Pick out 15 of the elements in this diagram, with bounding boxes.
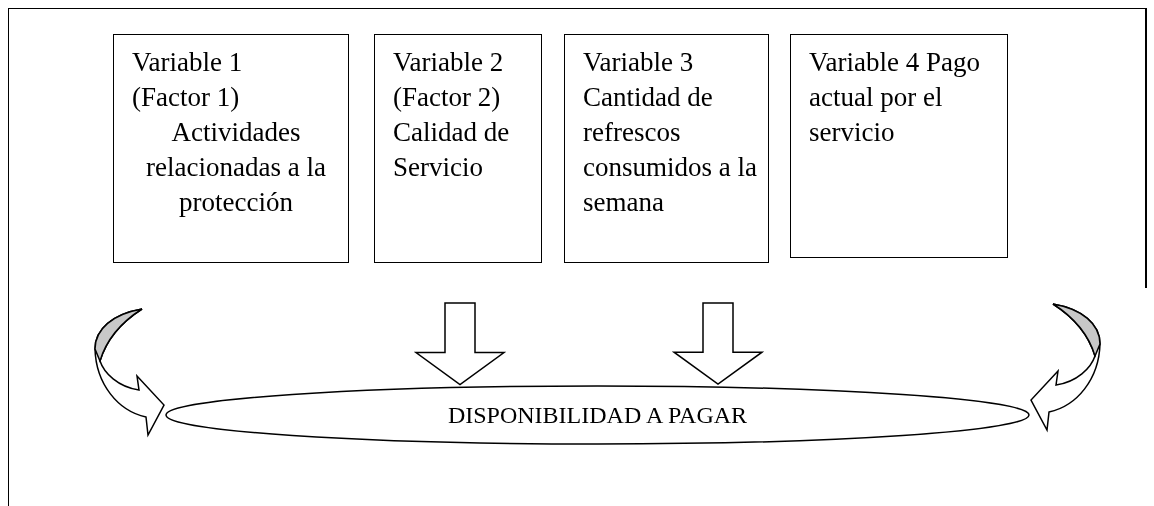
box-text: Actividades relacionadas a la protección [145, 116, 327, 219]
curved-arrow [1030, 303, 1101, 431]
box-text: Variable 3 Cantidad de refrescos consumidos a la semana [583, 46, 758, 219]
variable-box [564, 34, 769, 263]
box-text: Variable 2 (Factor 2) Calidad de Servicio [393, 46, 511, 184]
curved-arrow [94, 308, 165, 436]
ellipse-label: DISPONIBILIDAD A PAGAR [447, 400, 748, 430]
box-text: Variable 1 (Factor 1) [132, 46, 244, 114]
ellipse-node [165, 385, 1030, 445]
variable-box [790, 34, 1008, 258]
block-arrow [413, 302, 507, 386]
variable-box [374, 34, 542, 263]
box-text: Variable 4 Pago actual por el servicio [809, 46, 981, 149]
block-arrow [671, 302, 765, 386]
variable-box [113, 34, 349, 263]
